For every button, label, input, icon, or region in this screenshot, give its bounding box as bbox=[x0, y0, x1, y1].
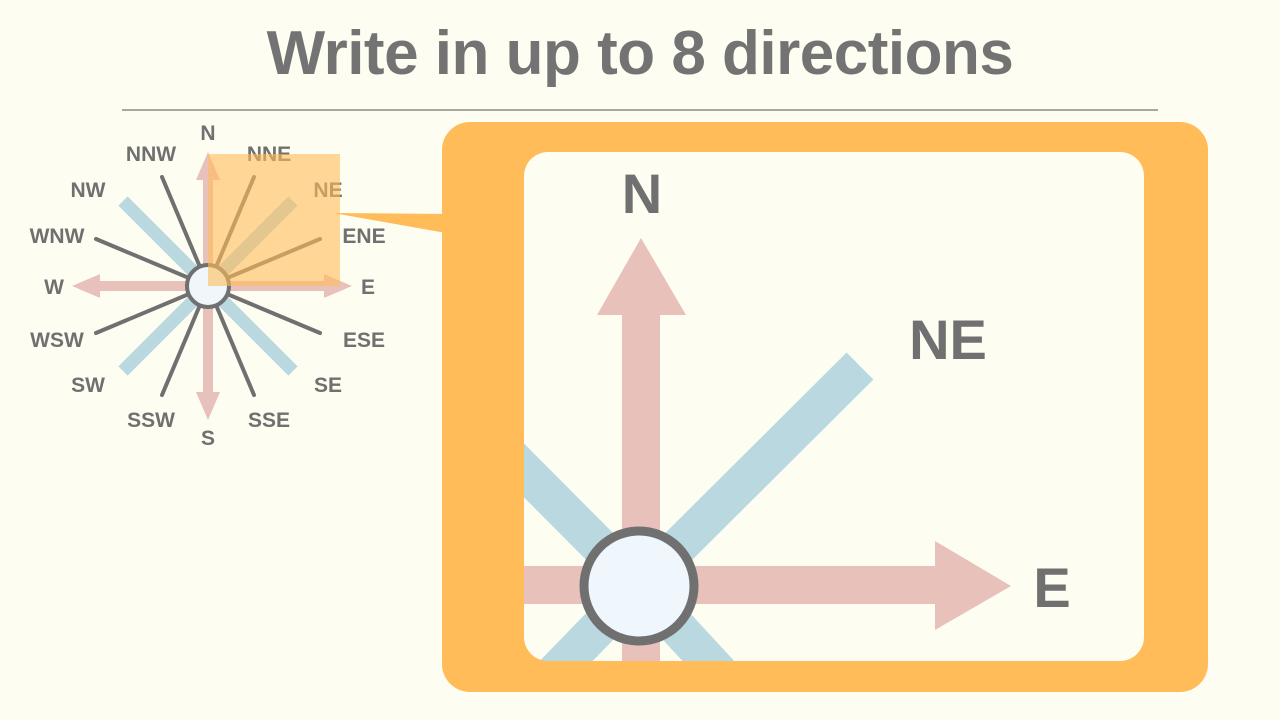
callout-pointer bbox=[333, 213, 446, 233]
label-nnw: NNW bbox=[126, 143, 176, 166]
title-divider bbox=[122, 109, 1158, 111]
small-compass: N NNW NNE NW NE WNW ENE W E WSW ESE SW S… bbox=[30, 122, 386, 450]
arrow-w-shaft bbox=[90, 281, 208, 291]
label-ese: ESE bbox=[343, 329, 385, 352]
zoom-label-n: N bbox=[622, 162, 662, 225]
label-nw: NW bbox=[71, 179, 106, 202]
zoom-labels: N NE E bbox=[622, 162, 1071, 619]
label-ene: ENE bbox=[342, 225, 385, 248]
zoom-label-ne: NE bbox=[909, 308, 987, 371]
label-e: E bbox=[361, 276, 375, 299]
zoom-arrow-n-head-icon bbox=[597, 238, 686, 315]
label-wsw: WSW bbox=[30, 329, 84, 352]
zoom-arrow-e-shaft bbox=[524, 566, 937, 604]
label-ssw: SSW bbox=[127, 409, 175, 432]
label-s: S bbox=[201, 427, 215, 450]
label-wnw: WNW bbox=[30, 225, 85, 248]
label-w: W bbox=[44, 276, 64, 299]
arrow-w-head-icon bbox=[72, 274, 100, 298]
zoom-label-e: E bbox=[1033, 556, 1070, 619]
page-title: Write in up to 8 directions bbox=[266, 19, 1014, 88]
arrow-s-shaft bbox=[203, 286, 213, 394]
zoom-panel: N NE E bbox=[442, 122, 1208, 692]
zoom-arrow-n-shaft bbox=[622, 313, 660, 661]
label-sse: SSE bbox=[248, 409, 290, 432]
zoom-arrow-e-head-icon bbox=[935, 541, 1011, 630]
label-n: N bbox=[200, 122, 215, 145]
quadrant-highlight bbox=[208, 154, 340, 286]
label-sw: SW bbox=[71, 374, 105, 397]
label-se: SE bbox=[314, 374, 342, 397]
zoom-hub-circle bbox=[579, 526, 699, 646]
arrow-s-head-icon bbox=[196, 392, 220, 420]
